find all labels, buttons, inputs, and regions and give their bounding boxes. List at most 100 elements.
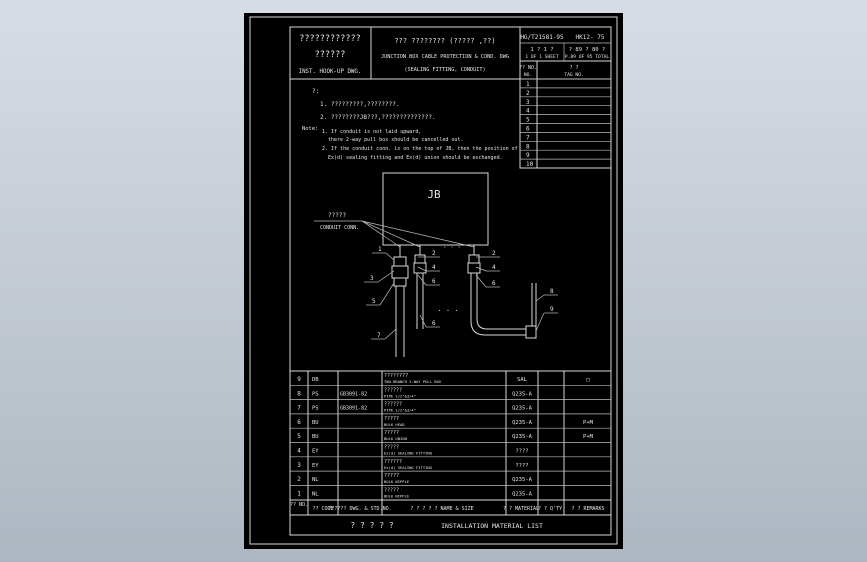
rev-col-no: ?? NO. [519, 65, 537, 71]
material-no: 3 [297, 462, 301, 469]
material-name: Q235-A [512, 420, 533, 426]
hdr-std: ?????? DWG. & STD.NO. [328, 506, 391, 512]
material-desc-en: BULK NIPPLE [384, 479, 410, 484]
callout-3: 3 [370, 275, 374, 282]
material-no: 2 [297, 476, 301, 483]
material-name: SAL [517, 377, 528, 383]
material-code: EY [312, 463, 319, 469]
material-no: 7 [297, 405, 301, 412]
material-name: ???? [515, 463, 528, 469]
material-name: Q235-A [512, 491, 533, 497]
cad-drawing: ???????????? ?????? INST. HOOK-UP DWG. ?… [249, 16, 618, 545]
material-no: 6 [297, 419, 301, 426]
callout-6: 6 [432, 278, 436, 285]
revision-row-no: 2 [526, 90, 530, 97]
material-desc-cn: ?????? [384, 459, 402, 465]
hdr-rem: ? ? REMARKS [571, 506, 604, 512]
revision-row-no: 10 [526, 161, 534, 168]
conduit-conn-leader: ????? CONDUIT CONN. [314, 212, 475, 248]
svg-text:CONDUIT CONN.: CONDUIT CONN. [320, 225, 359, 231]
material-no: 5 [297, 433, 301, 440]
revision-row-no: 5 [526, 117, 530, 124]
material-desc-cn: ????? [384, 445, 399, 451]
sheet-cn-2: ? 89 ? 80 ? [569, 47, 605, 53]
callout-5: 5 [372, 298, 376, 305]
rev-col-title: ? ? [569, 65, 578, 71]
revision-row-no: 4 [526, 108, 530, 115]
title-en-2: (SEALING FITTING, CONDUIT) [404, 67, 485, 73]
title-left-top: ???????????? [299, 34, 360, 44]
hdr-no: ?? NO. [290, 502, 308, 508]
material-code: PS [312, 391, 319, 397]
footer-en: INSTALLATION MATERIAL LIST [441, 522, 543, 530]
revision-row-no: 3 [526, 99, 530, 106]
note-head-en: Note: [302, 126, 318, 132]
material-desc-cn: ????? [384, 473, 399, 479]
title-left-mid: ?????? [315, 50, 346, 60]
hdr-desc: ? ? ? ? ? NAME & SIZE [410, 506, 473, 512]
note-line-2: 2. ????????JB???,??????????????. [320, 114, 436, 121]
note-head-cn: ?: [312, 88, 319, 95]
material-desc-cn: ????? [384, 430, 399, 436]
hdr-mat: ? ? MATERIAL [503, 506, 539, 512]
rev-col-title-en: TAG NO. [564, 72, 583, 78]
note-en-1: 1. If conduit is not laid upward, [322, 129, 421, 135]
revision-row-no: 9 [526, 152, 530, 159]
material-remarks: P+M [583, 420, 594, 426]
sheet-en-1: 1 OF 1 SHEET [525, 54, 558, 60]
material-desc-cn: ?????? [384, 387, 402, 393]
material-no: 1 [297, 490, 301, 497]
callout-6: 6 [492, 280, 496, 287]
material-code: BU [312, 420, 319, 426]
material-code: NL [312, 477, 319, 483]
callout-1: 1 [378, 246, 382, 253]
material-std: GB3091-82 [340, 391, 367, 397]
material-remarks: P+M [583, 434, 594, 440]
callout-4: 4 [432, 264, 436, 271]
material-desc-en: BULK NIPPLE [384, 493, 410, 498]
code-no: HK12- 75 [576, 34, 605, 41]
material-code: PS [312, 406, 319, 412]
material-header: ?? NO. ?? CODE ?????? DWG. & STD.NO. ? ?… [290, 502, 605, 512]
continuation-dots: · · · [437, 307, 458, 315]
title-left-en: INST. HOOK-UP DWG. [299, 69, 362, 75]
revision-row-no: 6 [526, 126, 530, 133]
material-no: 8 [297, 390, 301, 397]
material-std: GB3091-82 [340, 406, 367, 412]
material-no: 4 [297, 448, 301, 455]
junction-box [382, 172, 489, 246]
material-remarks: □ [586, 377, 590, 383]
sheet-en-2: P.89 OF 95 TOTAL [565, 54, 609, 60]
note-en-2: 2. If the conduit conn. is on the top of… [322, 146, 518, 152]
material-name: Q235-A [512, 434, 533, 440]
callout-6: 6 [432, 320, 436, 327]
title-en-1: JUNCTION BOX CABLE PROTECTION & COND. DW… [381, 54, 509, 60]
continuation-dots-top: · · · [443, 244, 461, 251]
callout-2: 2 [492, 250, 496, 257]
jb-label: JB [427, 188, 441, 201]
conduit-run-3 [467, 245, 537, 339]
notes: ?: 1. ?????????,????????. 2. ????????JB?… [302, 88, 518, 161]
callout-2: 2 [432, 250, 436, 257]
jb-diagram: JB ????? CONDUIT CONN. [314, 172, 558, 357]
callout-9: 9 [550, 306, 554, 313]
material-desc-en: Ex(d) SEALING FITTING [384, 451, 433, 456]
material-desc-cn: ????? [384, 487, 399, 493]
hdr-code: ?? CODE [312, 506, 333, 512]
material-desc-cn: ????? [384, 416, 399, 422]
std-no: HG/T21581-95 [520, 34, 564, 41]
hdr-qty: ? ? Q'TY [538, 506, 562, 512]
material-desc-en: BULK UNION [384, 436, 408, 441]
note-en-2b: Ex(d) sealing fitting and Ex(d) union sh… [328, 155, 503, 161]
material-name: ???? [515, 449, 528, 455]
conduit-run-2 [413, 245, 427, 329]
